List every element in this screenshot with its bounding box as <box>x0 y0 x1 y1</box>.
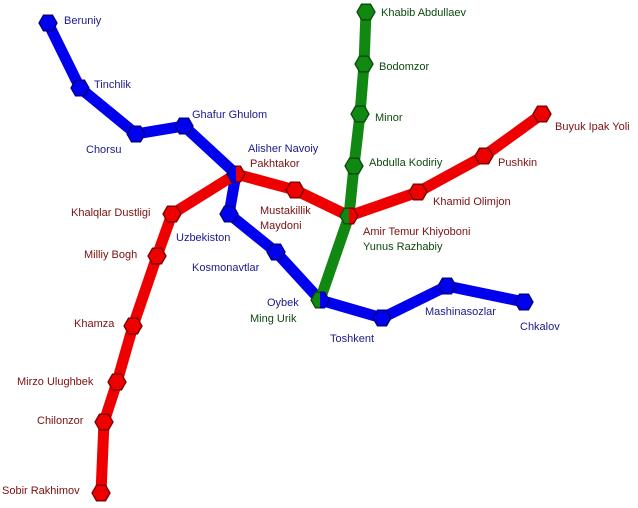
station-mashinasozlar[interactable] <box>437 277 457 295</box>
label-sobir-rakhimov[interactable]: Sobir Rakhimov <box>2 485 80 497</box>
label-mustakillik-maydoni-2[interactable]: Maydoni <box>260 220 302 232</box>
station-bodomzor[interactable] <box>354 55 374 73</box>
station-chorsu[interactable] <box>126 125 146 143</box>
station-kosmonavtlar[interactable] <box>266 243 286 261</box>
station-ghafur-ghulom[interactable] <box>174 117 194 135</box>
label-minor[interactable]: Minor <box>375 112 403 124</box>
label-amir-temur-2[interactable]: Yunus Razhabiy <box>363 241 443 253</box>
label-uzbekiston[interactable]: Uzbekiston <box>176 232 230 244</box>
label-milliy-bogh[interactable]: Milliy Bogh <box>84 249 137 261</box>
label-khalqlar-dustligi[interactable]: Khalqlar Dustligi <box>71 207 150 219</box>
label-toshkent[interactable]: Toshkent <box>330 333 374 345</box>
label-mashinasozlar[interactable]: Mashinasozlar <box>425 306 496 318</box>
label-beruniy[interactable]: Beruniy <box>64 15 102 27</box>
station-minor[interactable] <box>350 105 370 123</box>
label-amir-temur-1[interactable]: Amir Temur Khiyoboni <box>363 226 470 238</box>
label-khabib-abdullaev[interactable]: Khabib Abdullaev <box>381 7 467 19</box>
label-tinchlik[interactable]: Tinchlik <box>94 79 131 91</box>
station-uzbekiston[interactable] <box>219 205 239 223</box>
station-mustakillik-maydoni[interactable] <box>285 181 305 199</box>
station-pushkin[interactable] <box>474 147 494 165</box>
station-sobir-rakhimov[interactable] <box>91 484 111 502</box>
station-mirzo-ulughbek[interactable] <box>107 373 127 391</box>
label-ghafur-ghulom[interactable]: Ghafur Ghulom <box>192 109 267 121</box>
station-toshkent[interactable] <box>372 309 392 327</box>
label-chilonzor[interactable]: Chilonzor <box>37 415 84 427</box>
station-khalqlar-dustligi[interactable] <box>162 205 182 223</box>
label-kosmonavtlar[interactable]: Kosmonavtlar <box>192 262 260 274</box>
label-mustakillik-maydoni-1[interactable]: Mustakillik <box>260 205 311 217</box>
station-khabib-abdullaev[interactable] <box>356 3 376 21</box>
station-amir-temur-yunus-razhabiy[interactable] <box>339 207 359 225</box>
label-mirzo-ulughbek[interactable]: Mirzo Ulughbek <box>17 376 94 388</box>
station-labels: Beruniy Tinchlik Chorsu Ghafur Ghulom Al… <box>2 7 630 497</box>
label-pakhtakor[interactable]: Pakhtakor <box>250 158 300 170</box>
green-line-track <box>314 6 372 306</box>
stations <box>38 3 552 502</box>
label-buyuk-ipak-yoli[interactable]: Buyuk Ipak Yoli <box>555 121 630 133</box>
station-abdulla-kodiriy[interactable] <box>344 157 364 175</box>
label-oybek[interactable]: Oybek <box>267 297 299 309</box>
station-buyuk-ipak-yoli[interactable] <box>532 105 552 123</box>
station-beruniy[interactable] <box>38 14 58 32</box>
station-khamid-olimjon[interactable] <box>408 183 428 201</box>
station-alisher-navoiy-pakhtakor[interactable] <box>226 165 246 183</box>
label-bodomzor[interactable]: Bodomzor <box>379 61 429 73</box>
station-oybek-ming-urik[interactable] <box>310 291 330 309</box>
station-chkalov[interactable] <box>514 293 534 311</box>
label-alisher-navoiy[interactable]: Alisher Navoiy <box>248 143 319 155</box>
label-ming-urik[interactable]: Ming Urik <box>250 313 297 325</box>
label-khamid-olimjon[interactable]: Khamid Olimjon <box>433 196 511 208</box>
label-chorsu[interactable]: Chorsu <box>86 144 121 156</box>
label-chkalov[interactable]: Chkalov <box>520 321 560 333</box>
station-chilonzor[interactable] <box>94 413 114 431</box>
label-pushkin[interactable]: Pushkin <box>498 157 537 169</box>
station-milliy-bogh[interactable] <box>147 247 167 265</box>
station-tinchlik[interactable] <box>70 79 90 97</box>
label-abdulla-kodiriy[interactable]: Abdulla Kodiriy <box>369 157 443 169</box>
label-khamza[interactable]: Khamza <box>74 318 115 330</box>
station-khamza[interactable] <box>123 317 143 335</box>
